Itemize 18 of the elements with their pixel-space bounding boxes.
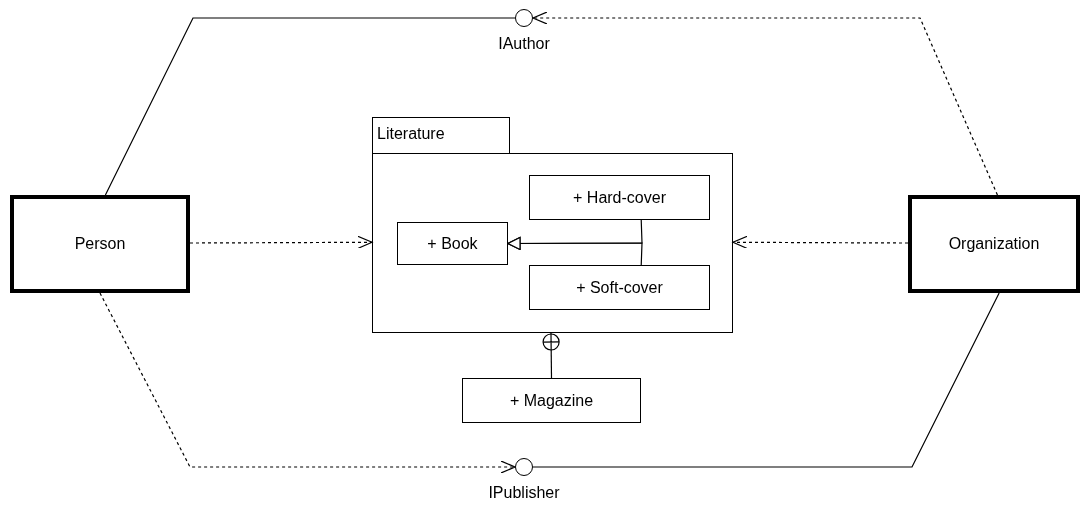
interface-label: IPublisher [488,483,560,503]
package-tab: Literature [372,117,510,154]
dependency-arrow [732,235,909,249]
dependency-arrow [189,235,373,249]
class-box: + Book [397,222,508,265]
class-box: + Hard-cover [529,175,710,220]
class-box: + Magazine [462,378,641,423]
nesting-connector [542,332,560,379]
dependency-arrow [99,292,516,474]
class-box: + Soft-cover [529,265,710,310]
interface-label: IAuthor [498,34,550,54]
package-shape [372,117,733,333]
dependency-arrow [532,11,999,196]
class-box: Person [10,195,190,293]
realization-line [104,17,516,196]
class-box: Organization [908,195,1080,293]
generalization-arrow [507,236,643,266]
realization-line [532,292,1000,468]
